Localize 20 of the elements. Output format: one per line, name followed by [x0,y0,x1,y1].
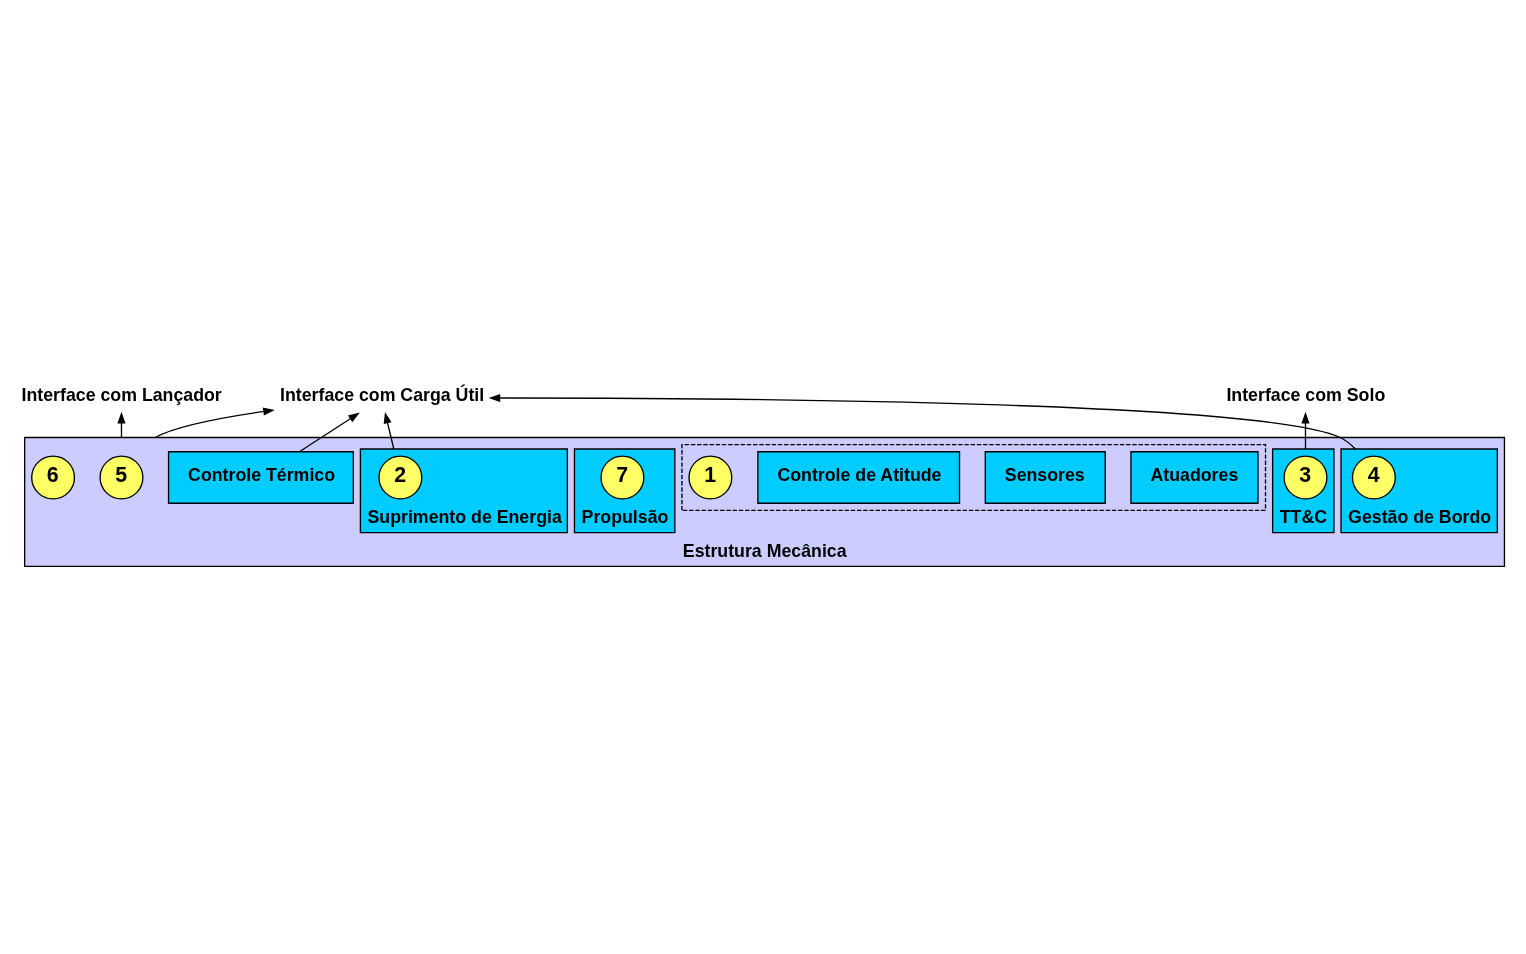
node-box: Sensores [984,450,1106,504]
arrow [154,407,275,438]
node-text: Interface com Carga Útil [280,384,485,405]
node-box: Controle Térmico [167,450,354,504]
node-text: Interface com Lançador [21,384,222,405]
node-circle: 5 [99,454,144,500]
node-circle: 6 [31,454,76,500]
node-circle: 3 [1283,454,1328,500]
node-box: Controle de Atitude [757,450,961,504]
node-text: Interface com Solo [1226,384,1386,405]
arrow [383,411,395,450]
node-circle: 2 [378,454,423,500]
arrow [1301,411,1310,450]
node-circle: 4 [1351,454,1396,500]
node-circle: 1 [688,454,733,500]
cluster [681,443,1267,511]
arrow [298,412,360,452]
node-circle: 7 [600,454,645,500]
node-box: Atuadores [1130,450,1259,504]
arrow [488,393,1356,450]
